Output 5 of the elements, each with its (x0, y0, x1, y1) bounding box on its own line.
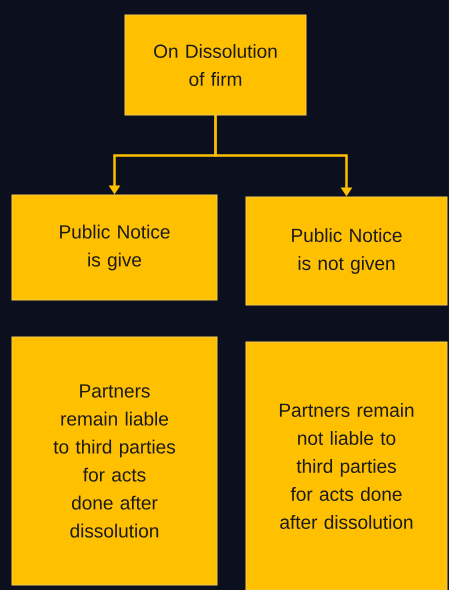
process-box: On Dissolution of firm (124, 14, 306, 116)
process-box: Public Notice is give (12, 194, 218, 300)
process-box: Public Notice is not given (246, 196, 448, 306)
process-box: Partners remain not liable to third parties for acts done after dissolution (246, 342, 448, 590)
process-box: Partners remain liable to third parties for acts done after dissolution (12, 336, 218, 586)
